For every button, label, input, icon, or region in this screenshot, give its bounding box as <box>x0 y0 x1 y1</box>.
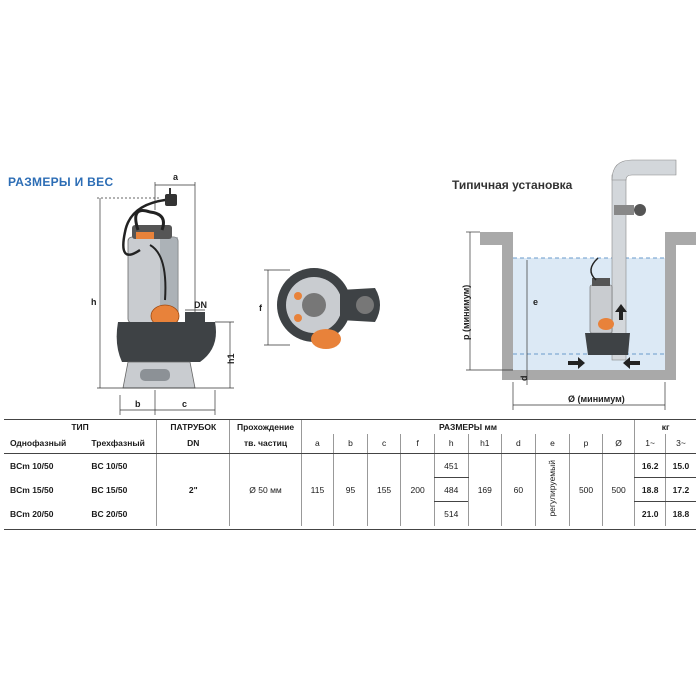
dim-h1-label: h1 <box>226 353 236 364</box>
cell-passage: Ø 50 мм <box>229 453 302 526</box>
dimensions-weight-heading: РАЗМЕРЫ И ВЕС <box>8 175 114 189</box>
dim-h-label: h <box>91 297 97 307</box>
dim-p-label: p (минимум) <box>461 285 471 340</box>
row2-single: BCm 15/50 <box>10 484 54 495</box>
dim-e-label: e <box>533 297 538 307</box>
col-a: a <box>300 433 334 454</box>
typical-installation-heading: Типичная установка <box>452 178 573 192</box>
pump-handle <box>134 209 165 231</box>
cell-dn: 2" <box>156 453 230 526</box>
row2-three: BC 15/50 <box>91 484 128 495</box>
col-p: p <box>569 433 603 454</box>
col-weight-3ph: 3~ <box>664 433 696 454</box>
pump-side-view <box>116 188 216 389</box>
cell-c: 155 <box>366 453 401 526</box>
dim-diameter-label: Ø (минимум) <box>568 394 625 404</box>
pump-top-view <box>277 268 380 349</box>
cell-p: 500 <box>569 453 603 526</box>
col-b: b <box>333 433 368 454</box>
cell-diameter: 500 <box>601 453 635 526</box>
cell-e: регулируемый <box>547 460 558 518</box>
table-row: BCm 10/50 BC 10/50 2" Ø 50 мм 115 95 155… <box>4 453 696 526</box>
header-three-phase: Трехфазный <box>85 433 157 454</box>
row3-single: BCm 20/50 <box>10 508 54 519</box>
row2-w3: 17.2 <box>664 477 696 502</box>
row3-w1: 21.0 <box>634 501 666 526</box>
header-single-phase: Однофазный <box>4 433 86 454</box>
row1-single: BCm 10/50 <box>10 460 54 471</box>
header-type: ТИП <box>4 419 157 434</box>
row2-h: 484 <box>433 477 469 502</box>
valve <box>614 205 634 215</box>
dim-d-label: d <box>519 376 529 382</box>
pit-walls <box>480 232 696 380</box>
col-diameter: Ø <box>601 433 635 454</box>
dim-b-label: b <box>135 399 141 409</box>
header-weight: кг <box>634 419 696 434</box>
cell-b: 95 <box>333 453 368 526</box>
header-outlet: ПАТРУБОК <box>156 419 230 434</box>
riser-pipe <box>611 174 627 361</box>
row3-three: BC 20/50 <box>91 508 128 519</box>
cell-h1: 169 <box>467 453 502 526</box>
dim-c-label: c <box>182 399 187 409</box>
col-h: h <box>433 433 469 454</box>
row3-h: 514 <box>433 501 469 526</box>
plug-icon <box>165 194 177 206</box>
technical-drawings: a h DN h1 b c f <box>91 159 696 415</box>
col-d: d <box>501 433 536 454</box>
installation-diagram <box>480 159 696 380</box>
pump-volute <box>116 322 216 362</box>
dim-a-label: a <box>173 172 179 182</box>
row3-w3: 18.8 <box>664 501 696 526</box>
header-passage-sub: тв. частиц <box>229 433 302 454</box>
header-dimensions: РАЗМЕРЫ мм <box>300 419 635 434</box>
table-row: BCm 15/50 BC 15/50 484 18.8 17.2 <box>4 477 696 502</box>
dim-dn-label: DN <box>194 300 207 310</box>
dim-f-label: f <box>259 303 263 313</box>
row1-three: BC 10/50 <box>91 460 128 471</box>
col-f: f <box>400 433 435 454</box>
header-outlet-dn: DN <box>156 433 230 454</box>
col-e: e <box>534 433 570 454</box>
cell-a: 115 <box>300 453 334 526</box>
row1-w3: 15.0 <box>664 453 696 478</box>
col-h1: h1 <box>467 433 502 454</box>
row2-w1: 18.8 <box>634 477 666 502</box>
col-weight-1ph: 1~ <box>634 433 666 454</box>
row1-h: 451 <box>433 453 469 478</box>
cell-d: 60 <box>501 453 536 526</box>
col-c: c <box>366 433 401 454</box>
header-passage: Прохождение <box>229 419 302 434</box>
cell-f: 200 <box>400 453 435 526</box>
row1-w1: 16.2 <box>634 453 666 478</box>
pump-cable <box>122 198 172 256</box>
specifications-table: ТИП ПАТРУБОК Прохождение РАЗМЕРЫ мм кг О… <box>4 419 696 530</box>
top-view-float <box>311 329 341 349</box>
table-row: BCm 20/50 BC 20/50 514 21.0 18.8 <box>4 501 696 526</box>
